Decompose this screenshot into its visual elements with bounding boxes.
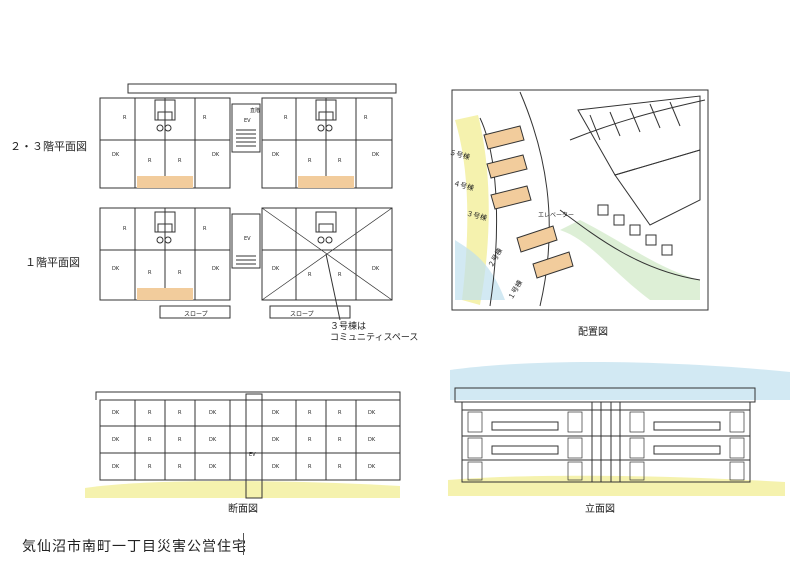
room-dk: DK [112,266,120,272]
room-dk: DK [368,437,376,443]
room-dk: DK [272,410,280,416]
room-r: R [178,158,182,164]
room-dk: DK [272,464,280,470]
room-dk: DK [112,152,120,158]
slope-label: スロープ [290,311,314,318]
room-r: R [123,226,127,232]
room-dk: DK [372,152,380,158]
site-plan-label: 配置図 [578,327,608,338]
stair-tag: 直階 [250,108,261,114]
room-r: R [284,115,288,121]
room-r: R [338,272,342,278]
room-r: R [178,437,182,443]
room-r: R [338,410,342,416]
room-dk: DK [112,410,120,416]
project-title: 気仙沼市南町一丁目災害公営住宅 [22,539,247,555]
room-dk: DK [212,266,220,272]
room-r: R [178,270,182,276]
room-dk: DK [209,410,217,416]
room-r: R [123,115,127,121]
room-r: R [203,115,207,121]
room-r: R [364,115,368,121]
room-r: R [148,270,152,276]
floor-23-plan-label: ２・３階平面図 [10,140,87,153]
room-dk: DK [372,266,380,272]
room-r: R [308,410,312,416]
room-dk: DK [272,437,280,443]
room-r: R [338,158,342,164]
elevator-section-label: EV [249,452,256,458]
room-r: R [308,272,312,278]
room-r: R [148,464,152,470]
room-dk: DK [112,437,120,443]
room-r: R [308,158,312,164]
room-r: R [203,226,207,232]
room-r: R [148,158,152,164]
elevator-site-label: エレベーター [538,212,575,219]
elevation-label: 立面図 [585,504,615,515]
room-dk: DK [209,464,217,470]
community-note-line2: コミュニティスペース [330,333,419,343]
room-dk: DK [272,266,280,272]
room-r: R [148,437,152,443]
title-divider [243,533,244,555]
room-r: R [178,410,182,416]
room-dk: DK [272,152,280,158]
elevator-label: EV [244,118,251,124]
room-dk: DK [209,437,217,443]
slope-label: スロープ [184,311,208,318]
room-dk: DK [212,152,220,158]
room-r: R [338,464,342,470]
room-dk: DK [112,464,120,470]
section-label: 断面図 [228,504,258,515]
room-dk: DK [368,464,376,470]
room-r: R [308,437,312,443]
room-r: R [338,437,342,443]
room-r: R [308,464,312,470]
room-dk: DK [368,410,376,416]
room-r: R [148,410,152,416]
room-r: R [178,464,182,470]
community-note-line1: ３号棟は [330,322,367,332]
elevator-label: EV [244,236,251,242]
floor-1-plan-label: １階平面図 [25,256,80,269]
